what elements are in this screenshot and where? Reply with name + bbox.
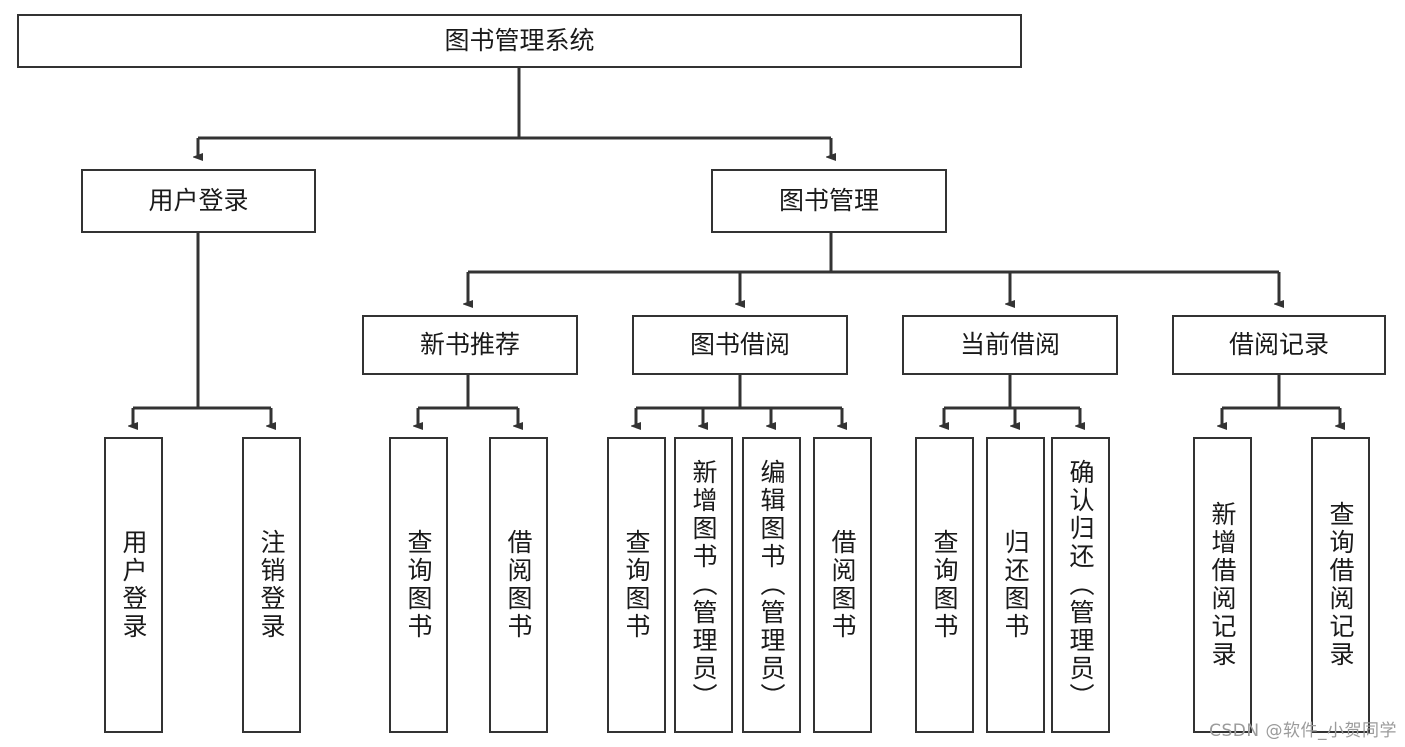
node-label: 查询借阅记录 bbox=[1326, 501, 1355, 669]
node-root-system[interactable]: 图书管理系统 bbox=[17, 14, 1022, 68]
leaf-query-book-current[interactable]: 查询图书 bbox=[915, 437, 974, 733]
node-new-book-recommendation[interactable]: 新书推荐 bbox=[362, 315, 578, 375]
leaf-logout-login[interactable]: 注销登录 bbox=[242, 437, 301, 733]
leaf-user-login[interactable]: 用户登录 bbox=[104, 437, 163, 733]
node-label: 归还图书 bbox=[1001, 529, 1030, 641]
node-label: 编辑图书（管理员） bbox=[757, 459, 786, 711]
leaf-return-book[interactable]: 归还图书 bbox=[986, 437, 1045, 733]
node-label: 用户登录 bbox=[148, 186, 249, 216]
node-label: 查询图书 bbox=[930, 529, 959, 641]
node-borrowing-records[interactable]: 借阅记录 bbox=[1172, 315, 1386, 375]
node-current-borrowing[interactable]: 当前借阅 bbox=[902, 315, 1118, 375]
node-label: 新增借阅记录 bbox=[1208, 501, 1237, 669]
node-label: 借阅图书 bbox=[828, 529, 857, 641]
node-label: 图书管理系统 bbox=[444, 26, 595, 56]
node-label: 新增图书（管理员） bbox=[689, 459, 718, 711]
node-label: 图书借阅 bbox=[689, 330, 790, 360]
node-label: 借阅图书 bbox=[504, 529, 533, 641]
leaf-query-book-borrow[interactable]: 查询图书 bbox=[607, 437, 666, 733]
node-label: 借阅记录 bbox=[1228, 330, 1329, 360]
node-book-borrowing[interactable]: 图书借阅 bbox=[632, 315, 848, 375]
node-label: 确认归还（管理员） bbox=[1066, 459, 1095, 711]
node-label: 当前借阅 bbox=[959, 330, 1060, 360]
leaf-query-book-recommend[interactable]: 查询图书 bbox=[389, 437, 448, 733]
node-label: 图书管理 bbox=[778, 186, 879, 216]
leaf-confirm-return-admin[interactable]: 确认归还（管理员） bbox=[1051, 437, 1110, 733]
leaf-add-borrow-record[interactable]: 新增借阅记录 bbox=[1193, 437, 1252, 733]
leaf-borrow-book-recommend[interactable]: 借阅图书 bbox=[489, 437, 548, 733]
node-label: 注销登录 bbox=[257, 529, 286, 641]
leaf-add-book-admin[interactable]: 新增图书（管理员） bbox=[674, 437, 733, 733]
node-book-management[interactable]: 图书管理 bbox=[711, 169, 947, 233]
leaf-query-borrow-record[interactable]: 查询借阅记录 bbox=[1311, 437, 1370, 733]
leaf-edit-book-admin[interactable]: 编辑图书（管理员） bbox=[742, 437, 801, 733]
node-user-login[interactable]: 用户登录 bbox=[81, 169, 316, 233]
leaf-borrow-book[interactable]: 借阅图书 bbox=[813, 437, 872, 733]
node-label: 查询图书 bbox=[404, 529, 433, 641]
node-label: 查询图书 bbox=[622, 529, 651, 641]
node-label: 新书推荐 bbox=[419, 330, 520, 360]
node-label: 用户登录 bbox=[119, 529, 148, 641]
